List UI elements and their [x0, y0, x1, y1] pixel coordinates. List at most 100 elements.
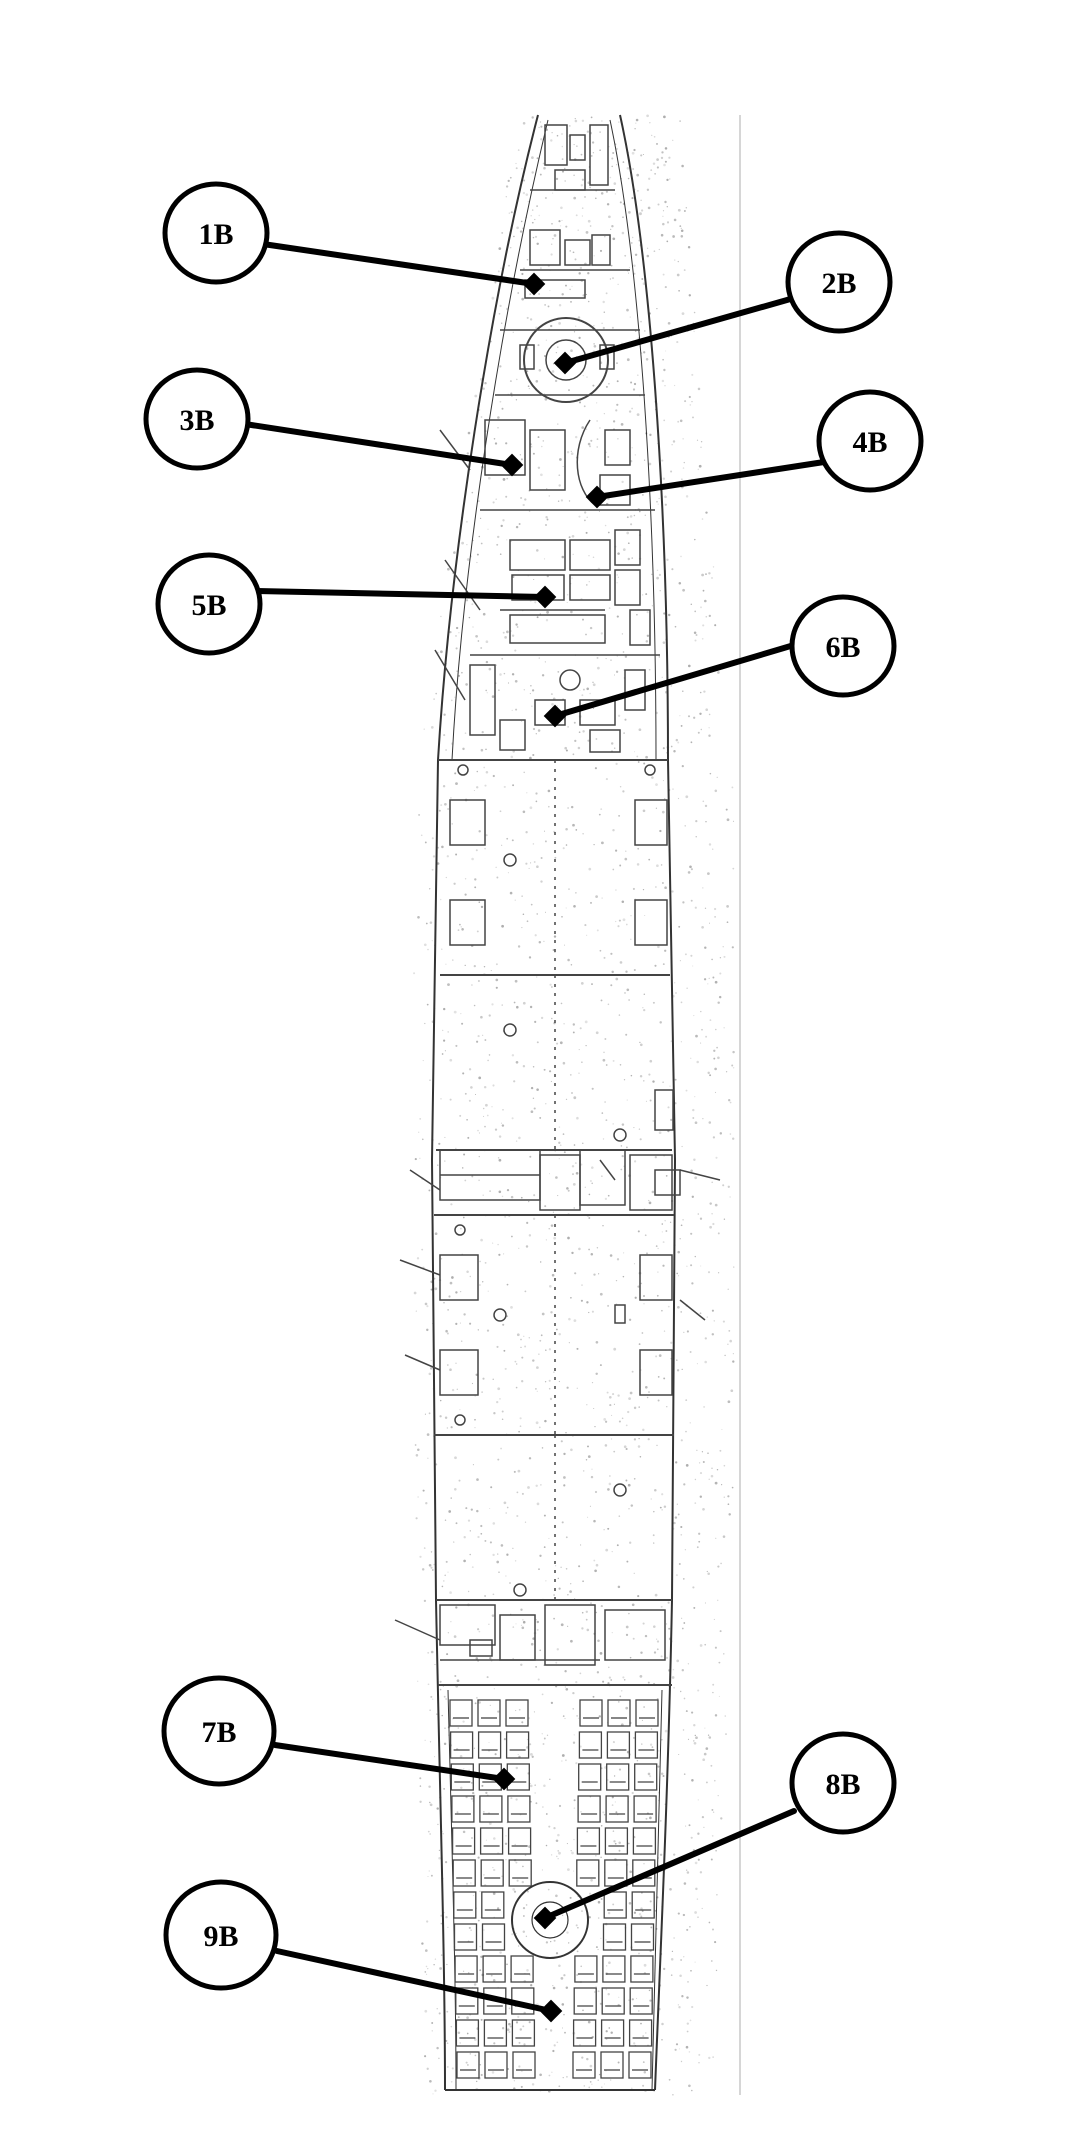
- callout-bubbles: 1B 2B 3B 4B 5B 6B 7B 8B: [143, 181, 924, 1991]
- leader-4B: [594, 459, 827, 500]
- aft-seat: [453, 1923, 478, 1951]
- callout-leaders: [242, 241, 827, 2014]
- aft-seating-grid: [449, 1699, 659, 2079]
- aft-seat: [601, 1987, 625, 2015]
- aft-seat: [507, 1795, 531, 1823]
- scan-speckle-noise: [413, 114, 735, 2096]
- anchor-1B: [522, 272, 546, 296]
- callout-label-6B: 6B: [825, 631, 860, 664]
- aft-seat: [579, 1699, 603, 1727]
- anchor-6B: [543, 704, 567, 728]
- aft-seat: [628, 2051, 652, 2079]
- callout-label-5B: 5B: [191, 589, 226, 622]
- aft-seat: [510, 1955, 534, 1983]
- aft-seat: [577, 1795, 601, 1823]
- aft-seat: [449, 1699, 473, 1727]
- aft-seat: [578, 1731, 603, 1759]
- aft-seat: [600, 2051, 624, 2079]
- callout-7B: 7B: [161, 1675, 277, 1787]
- ship-hull-outline: [430, 114, 677, 2091]
- callout-label-2B: 2B: [821, 267, 856, 300]
- aft-seat: [634, 1763, 658, 1791]
- aft-seat: [630, 1923, 655, 1951]
- aft-seat: [572, 2019, 597, 2047]
- anchor-7B: [492, 1767, 516, 1791]
- aft-seat: [635, 1699, 659, 1727]
- aft-seat: [482, 1955, 506, 1983]
- aft-seat: [606, 1763, 630, 1791]
- aft-seat: [456, 2051, 480, 2079]
- aft-seat: [454, 1955, 478, 1983]
- aft-seat: [576, 1827, 601, 1855]
- callout-label-3B: 3B: [179, 404, 214, 437]
- aft-seat: [505, 1731, 530, 1759]
- callout-6B: 6B: [789, 594, 897, 698]
- callout-label-8B: 8B: [825, 1768, 860, 1801]
- anchor-3B: [500, 453, 524, 477]
- leader-3B: [242, 421, 515, 468]
- leader-9B: [274, 1948, 554, 2014]
- aft-seat: [572, 2051, 596, 2079]
- aft-seat: [479, 1827, 504, 1855]
- callout-label-1B: 1B: [198, 218, 233, 251]
- aft-seat: [450, 1763, 474, 1791]
- aft-seat: [632, 1827, 657, 1855]
- leader-8B: [542, 1808, 797, 1921]
- aft-seat: [477, 1699, 501, 1727]
- aft-seat: [484, 2051, 508, 2079]
- aft-stair: [511, 1881, 589, 1959]
- aft-seat: [607, 1699, 631, 1727]
- leader-1B: [260, 241, 537, 287]
- leader-5B: [254, 588, 548, 600]
- anchor-4B: [585, 485, 609, 509]
- aft-seat: [631, 1891, 655, 1919]
- aft-seat: [576, 1859, 600, 1887]
- aft-seat: [508, 1859, 532, 1887]
- aft-seat: [479, 1795, 503, 1823]
- callout-label-4B: 4B: [852, 426, 887, 459]
- aft-seat: [600, 2019, 625, 2047]
- aft-seat: [605, 1795, 629, 1823]
- callout-5B: 5B: [155, 552, 263, 656]
- aft-seat: [453, 1891, 477, 1919]
- aft-seat: [633, 1795, 657, 1823]
- leader-2B: [562, 295, 797, 366]
- anchor-5B: [533, 585, 557, 609]
- aft-seat: [603, 1891, 627, 1919]
- middle-compartments: [394, 759, 721, 1686]
- aft-seat: [507, 1827, 532, 1855]
- aft-seat: [481, 1923, 506, 1951]
- callout-8B: 8B: [789, 1731, 897, 1835]
- anchor-2B: [553, 351, 577, 375]
- forward-compartments: [434, 124, 665, 761]
- aft-seat: [604, 1827, 629, 1855]
- aft-seat: [451, 1795, 475, 1823]
- leader-7B: [272, 1742, 507, 1782]
- aft-seat: [483, 2019, 508, 2047]
- aft-seat: [634, 1731, 659, 1759]
- aft-seat: [629, 1987, 653, 2015]
- aft-seat: [512, 2051, 536, 2079]
- aft-seat: [578, 1763, 602, 1791]
- callout-anchors: [492, 272, 609, 2023]
- aft-seat: [630, 1955, 654, 1983]
- anchor-9B: [539, 1999, 563, 2023]
- aft-seat: [628, 2019, 653, 2047]
- aft-seat: [452, 1859, 476, 1887]
- aft-seat: [451, 1827, 476, 1855]
- aft-seat: [573, 1987, 597, 2015]
- aft-seat: [505, 1699, 529, 1727]
- aft-seat: [449, 1731, 474, 1759]
- aft-seat: [481, 1891, 505, 1919]
- callout-label-9B: 9B: [203, 1920, 238, 1953]
- callout-3B: 3B: [143, 367, 251, 471]
- leader-6B: [552, 642, 797, 719]
- callout-2B: 2B: [785, 230, 893, 334]
- aft-seat: [480, 1859, 504, 1887]
- anchor-8B: [533, 1906, 557, 1930]
- callout-1B: 1B: [162, 181, 270, 285]
- aft-seat: [602, 1923, 627, 1951]
- aft-seat: [511, 2019, 536, 2047]
- aft-seat: [574, 1955, 598, 1983]
